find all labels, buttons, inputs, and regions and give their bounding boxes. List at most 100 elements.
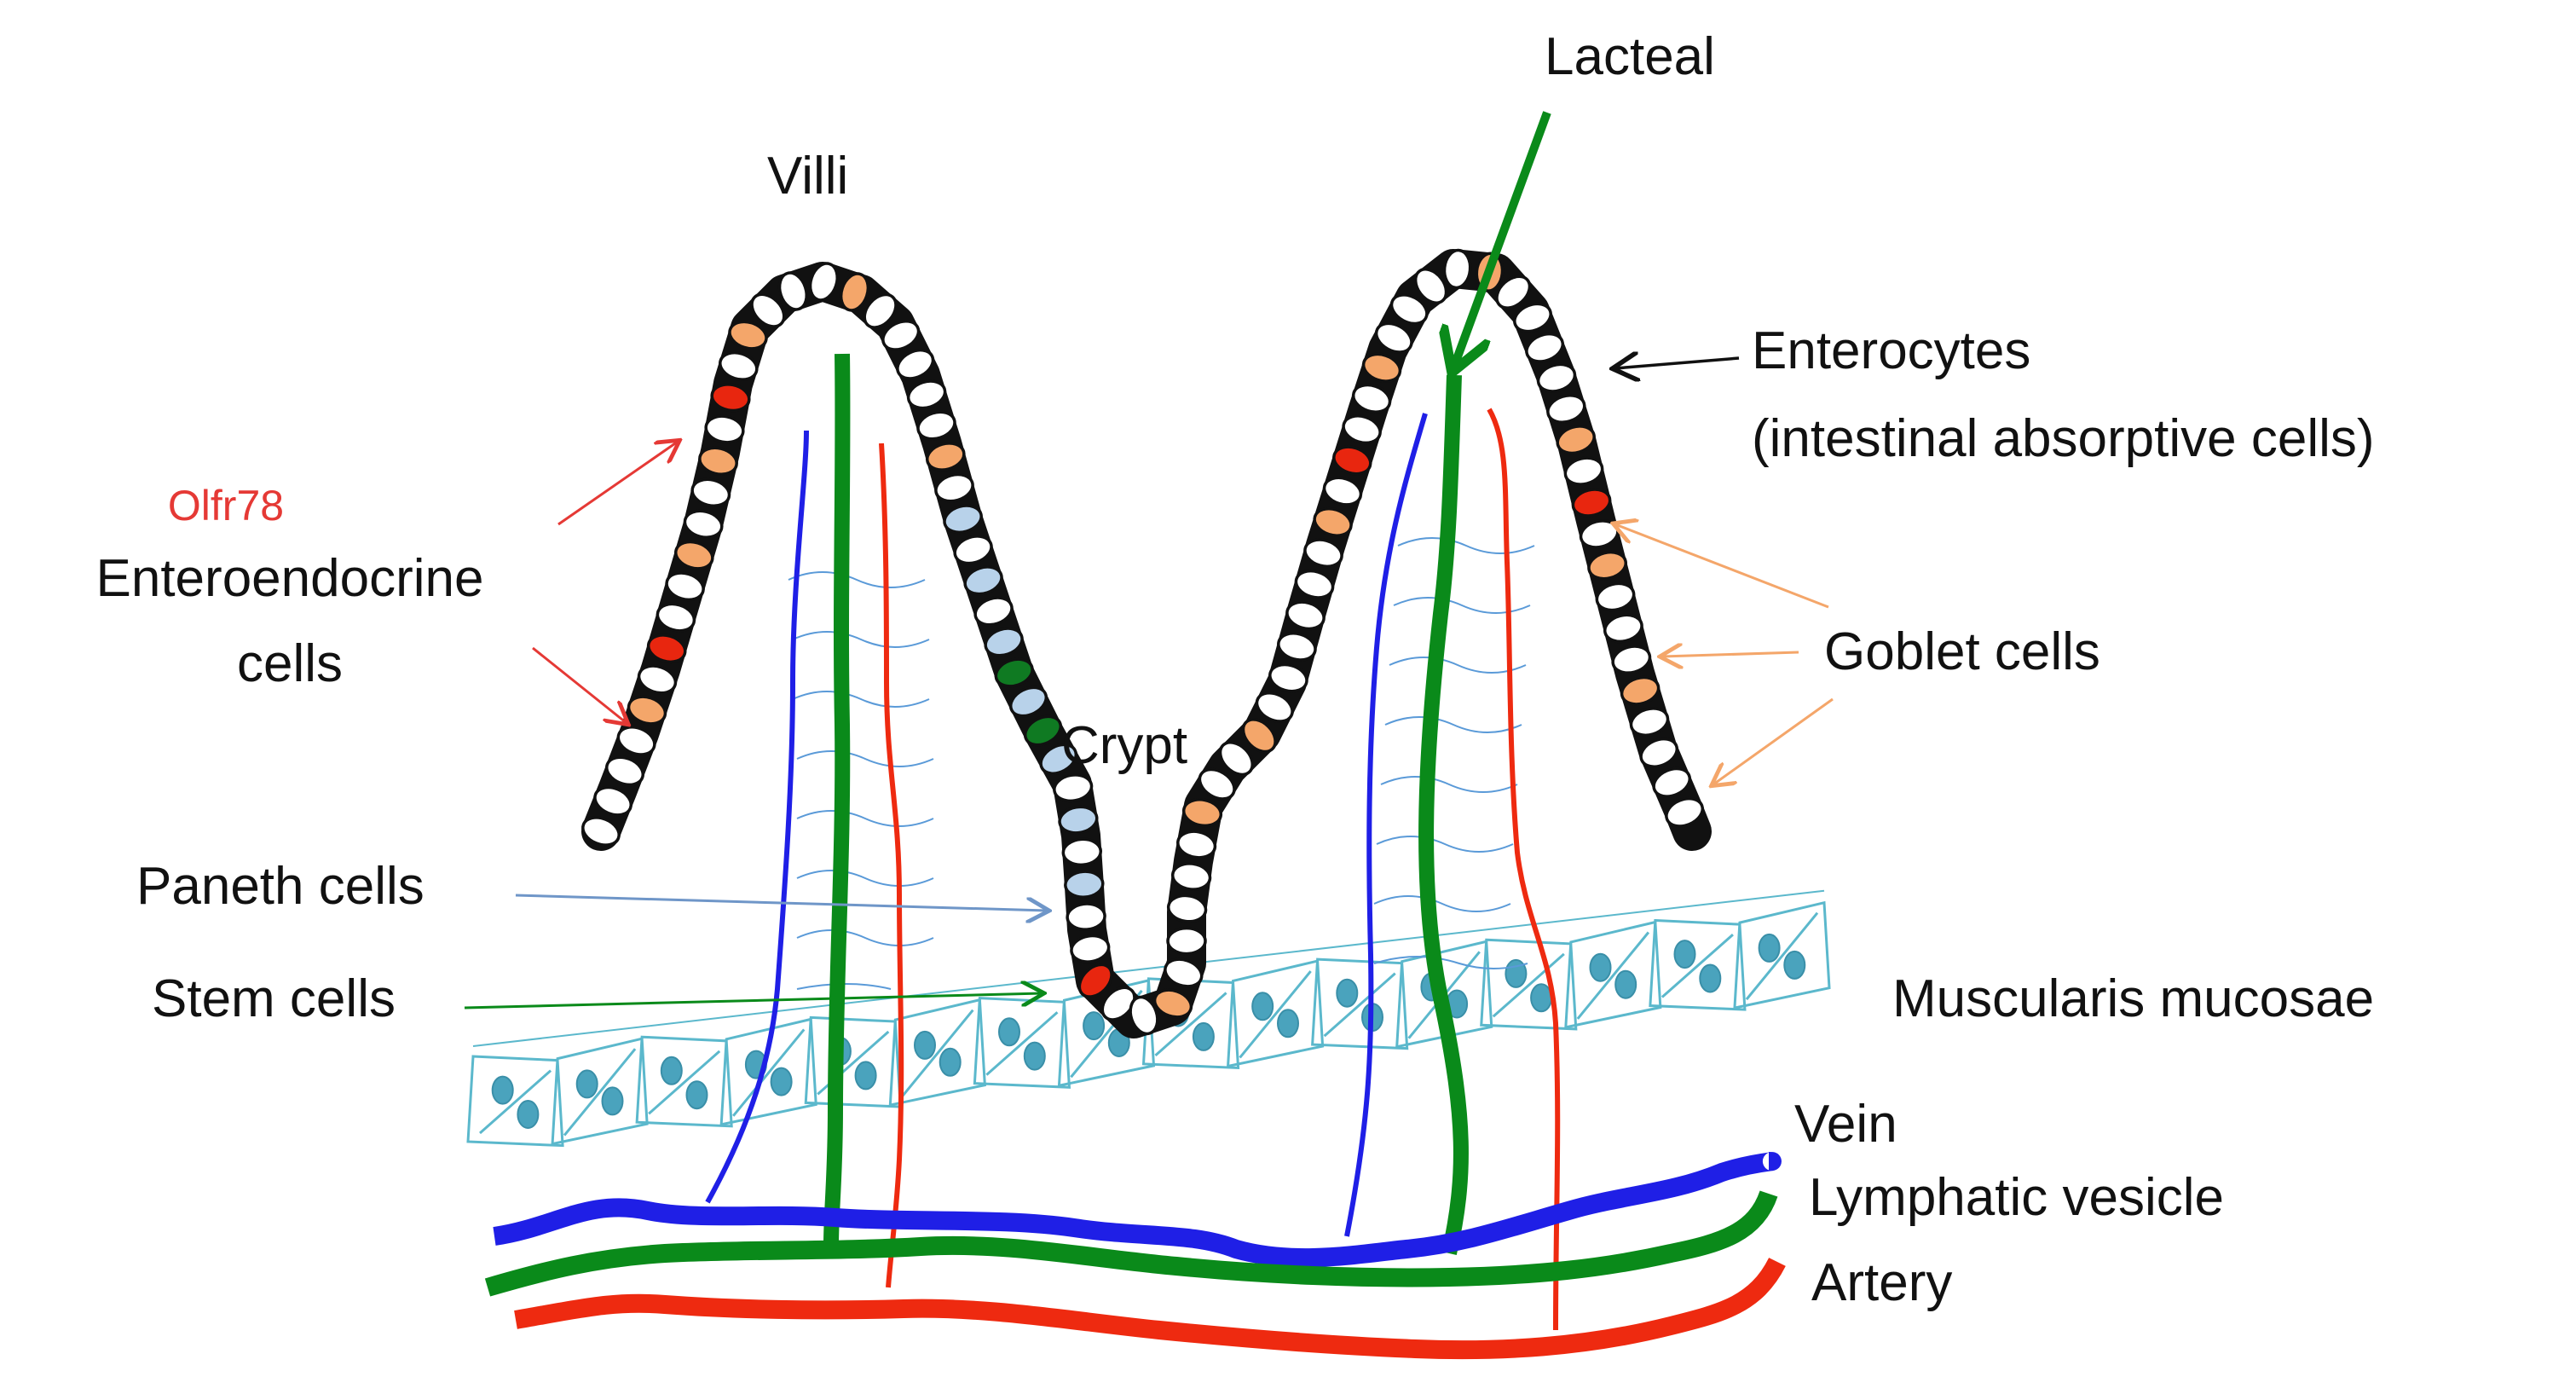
enterocyte-cell bbox=[1053, 773, 1094, 803]
enterocyte-cell bbox=[665, 571, 705, 602]
enterocyte-cell bbox=[1652, 767, 1692, 798]
muscle-nucleus bbox=[1251, 992, 1274, 1021]
goblet-cell bbox=[839, 272, 870, 312]
goblet-cell bbox=[1241, 718, 1277, 754]
muscle-cell bbox=[1311, 957, 1409, 1050]
enterocyte-cell bbox=[1603, 613, 1643, 644]
muscle-cell bbox=[1395, 940, 1493, 1049]
goblet-cell bbox=[1152, 988, 1193, 1019]
enteroendocrine-label-line2: cells bbox=[236, 634, 344, 693]
enterocyte-cell bbox=[808, 262, 839, 302]
enterocyte-cell bbox=[1277, 632, 1317, 662]
muscularis-mucosae-label: Muscularis mucosae bbox=[1892, 969, 2375, 1028]
enterocyte-cell bbox=[1166, 894, 1208, 923]
enterocyte-cell bbox=[616, 726, 656, 756]
paneth-cell bbox=[1058, 805, 1099, 835]
enterocyte-cell bbox=[1129, 995, 1159, 1036]
paneth-cell bbox=[984, 627, 1024, 657]
muscle-nucleus bbox=[1277, 1009, 1299, 1038]
muscle-cell bbox=[551, 1037, 649, 1146]
enterocyte-cell bbox=[704, 414, 745, 444]
muscle-nucleus bbox=[1192, 1021, 1215, 1051]
enterocyte-cell bbox=[1389, 293, 1429, 326]
goblet-arrow-middle bbox=[1662, 652, 1799, 657]
enterocyte-cell bbox=[1303, 538, 1343, 569]
enterocyte-cell bbox=[1061, 837, 1103, 867]
enterocyte-cell bbox=[750, 292, 786, 328]
goblet-cell bbox=[1587, 550, 1627, 581]
stem-arrow bbox=[464, 993, 1042, 1010]
muscle-fiber bbox=[479, 1069, 552, 1135]
goblet-cell bbox=[1620, 675, 1661, 706]
stem-cell bbox=[994, 657, 1034, 688]
muscle-fiber bbox=[732, 1028, 806, 1117]
artery-main bbox=[514, 1257, 1786, 1360]
enterocyte-cell bbox=[605, 755, 644, 787]
muscle-nucleus bbox=[1589, 952, 1612, 982]
paneth-arrow bbox=[515, 894, 1047, 911]
muscle-nucleus bbox=[1783, 950, 1806, 980]
muscle-nucleus bbox=[1673, 940, 1696, 969]
muscle-nucleus bbox=[517, 1100, 540, 1129]
muscle-fiber bbox=[1239, 970, 1312, 1059]
enteroendocrine-label-line1: Enteroendocrine bbox=[95, 549, 484, 608]
villus-epithelium bbox=[581, 248, 1712, 1038]
muscle-fiber bbox=[1745, 911, 1819, 1001]
enterocyte-cell bbox=[1639, 737, 1679, 768]
goblet-cell bbox=[1556, 425, 1596, 455]
muscle-nucleus bbox=[1023, 1041, 1046, 1071]
enterocyte-cell bbox=[1442, 248, 1472, 290]
paneth-cell bbox=[1039, 743, 1078, 775]
enterocyte-cell bbox=[1322, 476, 1363, 506]
enterocyte-cell bbox=[881, 320, 921, 351]
left-villus-vein bbox=[705, 430, 809, 1204]
enterocyte-cell bbox=[1374, 321, 1413, 354]
muscle-nucleus bbox=[1699, 963, 1722, 993]
enterocyte-cell bbox=[1218, 741, 1254, 777]
paneth-cell bbox=[943, 504, 983, 535]
olfr78-label: Olfr78 bbox=[167, 482, 285, 529]
goblet-arrow-upper bbox=[1615, 524, 1829, 609]
enterocyte-cell bbox=[973, 596, 1014, 627]
enterocyte-cell bbox=[1611, 645, 1652, 674]
goblet-arrow-lower bbox=[1713, 697, 1834, 784]
muscle-fiber bbox=[1576, 931, 1650, 1020]
enterocyte-cell bbox=[1176, 830, 1217, 859]
right-villus-artery bbox=[1487, 408, 1561, 1331]
goblet-cell bbox=[925, 442, 966, 471]
enteroendocrine-arrow-upper bbox=[557, 442, 678, 526]
enterocyte-cell bbox=[637, 664, 678, 695]
enterocyte-cell bbox=[656, 602, 696, 633]
enterocyte-cell bbox=[1268, 662, 1308, 693]
enterocyte-cell bbox=[1629, 707, 1670, 738]
enterocytes-label: Enterocytes bbox=[1752, 321, 2031, 380]
enteroendocrine-cell bbox=[1077, 963, 1113, 998]
enterocyte-cell bbox=[683, 509, 724, 539]
goblet-cell bbox=[674, 540, 714, 570]
muscle-fiber bbox=[648, 1050, 721, 1115]
enteroendocrine-cell bbox=[646, 633, 687, 664]
enteroendocrine-arrow-lower bbox=[532, 646, 627, 723]
stem-cell bbox=[1023, 714, 1063, 747]
paneth-cell bbox=[963, 565, 1003, 596]
enterocyte-cell bbox=[916, 410, 956, 441]
muscularis-outline bbox=[472, 889, 1825, 1047]
enterocyte-cell bbox=[1342, 414, 1382, 445]
goblet-cell bbox=[1181, 798, 1223, 828]
goblet-cells-label: Goblet cells bbox=[1824, 622, 2100, 681]
muscle-nucleus bbox=[770, 1067, 793, 1096]
enterocyte-cell bbox=[1164, 957, 1204, 988]
muscle-nucleus bbox=[914, 1030, 936, 1060]
muscle-cell bbox=[1480, 938, 1578, 1031]
muscle-nucleus bbox=[575, 1069, 598, 1099]
muscle-nucleus bbox=[1758, 933, 1781, 963]
muscle-nucleus bbox=[1083, 1011, 1106, 1041]
enterocyte-cell bbox=[863, 292, 898, 329]
enterocyte-cell bbox=[1513, 302, 1552, 333]
enterocyte-cell bbox=[593, 785, 633, 817]
enterocyte-cell bbox=[1351, 383, 1392, 414]
enterocyte-cell bbox=[1413, 268, 1448, 304]
enterocyte-cell bbox=[1595, 581, 1636, 612]
enterocytes-sublabel: (intestinal absorptive cells) bbox=[1752, 409, 2375, 468]
